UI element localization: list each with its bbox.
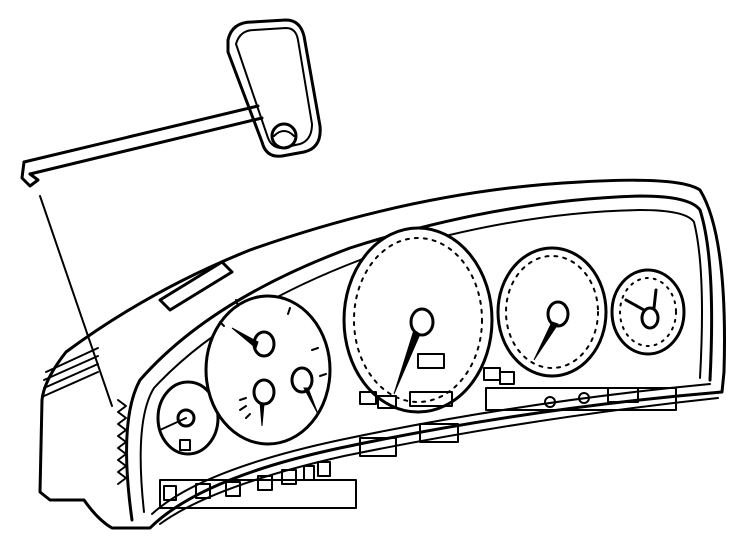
speedometer (342, 226, 515, 414)
status-lamp-icon (163, 485, 177, 501)
tool-handle (226, 18, 322, 158)
odometer-window (417, 353, 445, 369)
tool-shaft (20, 104, 264, 188)
center-lamp-strip (359, 423, 459, 457)
small-left-gauge (156, 380, 220, 456)
speedometer-needle (393, 329, 421, 395)
top-clip (158, 260, 234, 312)
trip-window (409, 391, 453, 407)
lower-left-lamp-strip (159, 461, 357, 509)
tool-knob-icon (270, 122, 298, 150)
tachometer (496, 246, 608, 378)
indicator-lamp-icon (359, 391, 377, 405)
battery-warning-icon (179, 439, 191, 451)
small-right-gauge (610, 268, 686, 356)
combination-gauge (204, 294, 332, 446)
sub-dial-right (290, 366, 314, 394)
right-lamp-strip (485, 387, 677, 411)
leader-line (39, 195, 113, 407)
left-ribbing (43, 347, 127, 485)
tachometer-needle (533, 321, 559, 361)
removal-tool (20, 18, 322, 407)
